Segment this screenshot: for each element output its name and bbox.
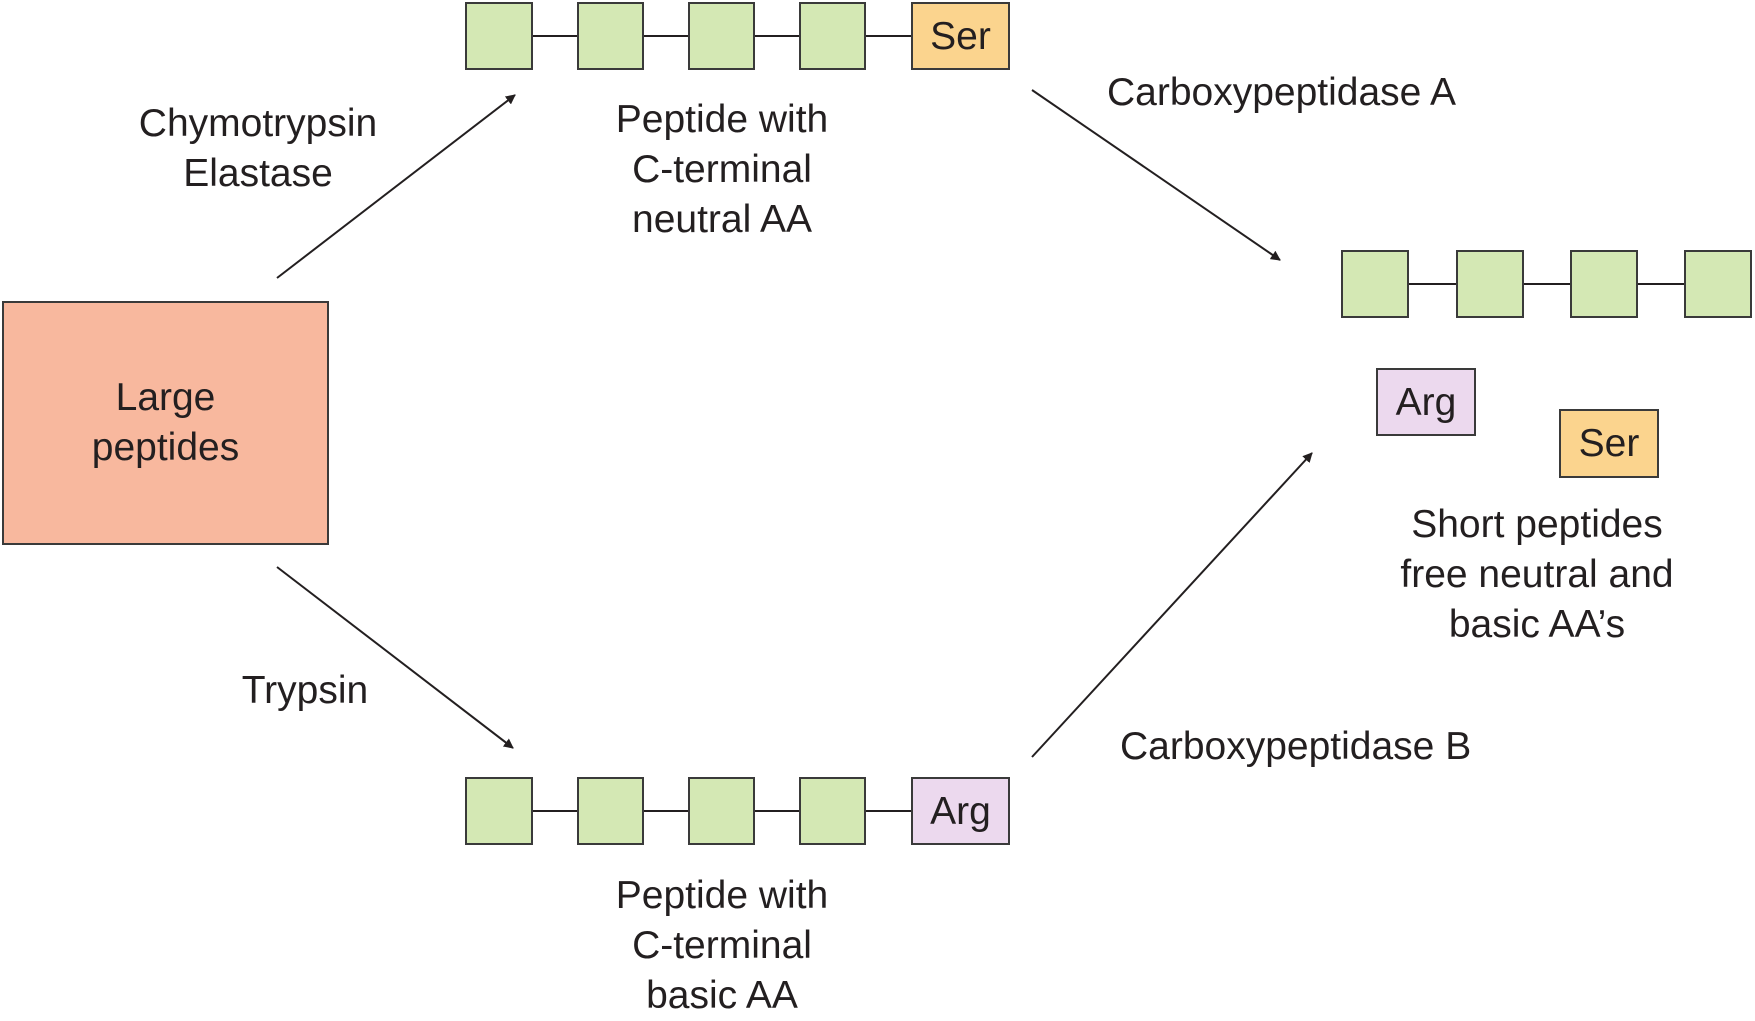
bottom-peptide-caption: Peptide with C-terminal basic AA xyxy=(572,871,872,1021)
ser-residue-box: Ser xyxy=(911,2,1010,70)
residue-box xyxy=(577,777,644,845)
enzyme-label-carboxypeptidase-b: Carboxypeptidase B xyxy=(1120,725,1472,768)
free-ser-box: Ser xyxy=(1559,409,1659,478)
top-peptide-caption: Peptide with C-terminal neutral AA xyxy=(572,95,872,245)
large-peptides-label-line2: peptides xyxy=(91,426,240,469)
residue-box xyxy=(1570,250,1638,318)
arrow-trypsin xyxy=(276,566,514,749)
residue-box xyxy=(688,2,755,70)
enzyme-label-line: Elastase xyxy=(183,152,333,195)
arg-residue-box: Arg xyxy=(911,777,1010,845)
free-arg-box: Arg xyxy=(1376,368,1476,436)
caption-line: basic AA xyxy=(646,974,798,1017)
caption-line: Peptide with xyxy=(615,874,829,917)
residue-box xyxy=(465,777,533,845)
large-peptides-label-line1: Large xyxy=(115,376,216,419)
arrow-chymotrypsin xyxy=(276,94,516,279)
arrow-carboxypeptidase-a xyxy=(1031,89,1281,261)
residue-box xyxy=(1341,250,1409,318)
residue-box xyxy=(688,777,755,845)
residue-box xyxy=(1456,250,1524,318)
enzyme-label-carboxypeptidase-a: Carboxypeptidase A xyxy=(1107,71,1457,114)
caption-line: free neutral and xyxy=(1400,553,1674,596)
caption-line: C-terminal xyxy=(632,924,812,967)
residue-box xyxy=(1684,250,1752,318)
enzyme-label-trypsin: Trypsin xyxy=(241,669,369,712)
residue-box xyxy=(465,2,533,70)
enzyme-label-chymotrypsin-elastase: Chymotrypsin Elastase xyxy=(108,99,408,199)
residue-box xyxy=(799,2,866,70)
caption-line: neutral AA xyxy=(632,198,812,241)
caption-line: basic AA’s xyxy=(1448,603,1626,646)
large-peptides-box: Large peptides xyxy=(2,301,329,545)
arrow-carboxypeptidase-b xyxy=(1031,452,1313,758)
products-caption: Short peptides free neutral and basic AA… xyxy=(1362,500,1712,650)
caption-line: Peptide with xyxy=(615,98,829,141)
residue-box xyxy=(799,777,866,845)
caption-line: C-terminal xyxy=(632,148,812,191)
enzyme-label-line: Chymotrypsin xyxy=(138,102,378,145)
caption-line: Short peptides xyxy=(1411,503,1663,546)
residue-box xyxy=(577,2,644,70)
